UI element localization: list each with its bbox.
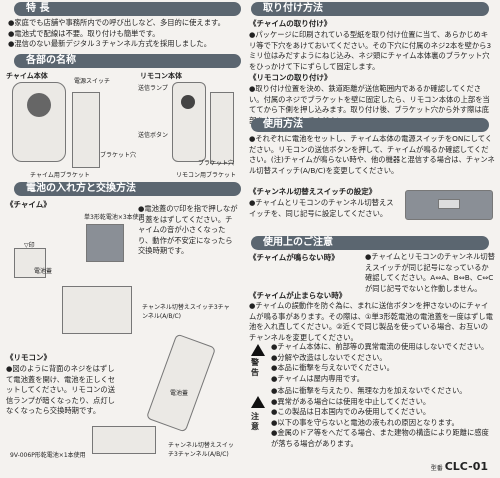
battery-cover-illustration	[14, 248, 46, 278]
feature-line: ●混信のない最新デジタル３チャンネル方式を採用しました。	[8, 39, 212, 49]
battery-remote-label: チャンネル切替えスイッチ3チャンネル(A/B/C)	[168, 442, 234, 458]
chime-part-label: 電源スイッチ	[74, 78, 111, 85]
chime-open-illustration	[62, 286, 132, 334]
mount-chime-heading: 《チャイムの取り付け》	[249, 19, 332, 28]
switch-slider-icon	[438, 199, 460, 209]
remote-open-illustration	[145, 333, 217, 433]
remote-bracket-illustration	[210, 92, 234, 164]
warning-label: 警告	[251, 358, 259, 377]
caution-line: ●異常がある場合には使用を中止してください。	[271, 396, 431, 406]
model-label: 型番	[430, 465, 443, 472]
caution-list: ●本品に衝撃を与えたり、無理な力を加えないでください。 ●異常がある場合には使用…	[271, 386, 495, 450]
warning-icon	[251, 344, 265, 356]
remote-body-label: リモコン本体	[140, 72, 182, 80]
left-column: 特 長 ●家庭でも店舗や事務所内での呼び出しなど、多目的に使えます。 ●電池式で…	[0, 0, 245, 478]
channel-heading: 《チャンネル切替えスイッチの設定》	[249, 187, 377, 196]
chime-part-label: ブラケット穴	[100, 152, 137, 159]
right-column: 取り付け方法 《チャイムの取り付け》 ●パッケージに印刷されている型紙を取り付け…	[247, 0, 500, 478]
channel-text: ●チャイムとリモコンのチャンネル切替えスイッチを、同じ記号に設定してください。	[249, 198, 394, 218]
remote-part-label: 送信ランプ	[138, 85, 168, 92]
chime-illustration	[12, 82, 66, 162]
remote-battery-illustration	[92, 426, 156, 454]
speaker-icon	[27, 93, 51, 117]
mount-header: 取り付け方法	[251, 2, 489, 16]
battery-chime-label: ▽印	[24, 242, 35, 249]
usage-header: 使用方法	[251, 118, 489, 132]
caution-line: ●以下の事を守らないと電池の液もれの原因となります。	[271, 417, 459, 427]
caution-line: ●この製品は日本国内でのみ使用してください。	[271, 407, 431, 417]
battery-remote-label: 9V-006P形乾電池×1本使用	[10, 452, 86, 459]
warning-line: ●チャイム本体に、前部等の異常電流の使用はしないでください。	[271, 342, 489, 351]
warning-line: ●本品に衝撃を与えないでください。	[271, 363, 394, 373]
caution-header: 使用上のご注意	[251, 236, 489, 250]
remote-part-label: ブラケット穴	[198, 160, 235, 167]
remote-part-label: 送信ボタン	[138, 132, 169, 139]
model-value: CLC-01	[444, 460, 488, 473]
mount-remote-heading: 《リモコンの取り付け》	[249, 73, 332, 82]
chime-bracket-illustration	[72, 92, 100, 168]
battery-header: 電池の入れ方と交換方法	[14, 182, 241, 196]
nosound-text: ●チャイムとリモコンのチャンネル切替えスイッチが同じ記号になっているか確認してく…	[365, 252, 495, 293]
battery-remote-label: 電池蓋	[170, 390, 189, 397]
battery-chime-text: ●電池蓋の▽印を指で押しながら蓋をはずしてください。チャイムの音が小さくなったり…	[138, 204, 238, 256]
remote-part-label: リモコン用ブラケット	[176, 172, 237, 179]
model-number: 型番 CLC-01	[431, 460, 488, 473]
warning-line: ●分解や改造はしないでください。	[271, 352, 387, 362]
warning-list: ●チャイム本体に、前部等の異常電流の使用はしないでください。 ●分解や改造はしな…	[271, 342, 495, 384]
battery-remote-heading: 《リモコン》	[6, 353, 51, 362]
led-icon	[181, 95, 195, 109]
usage-text: ●それぞれに電池をセットし、チャイム本体の電源スイッチをONにしてください。リモ…	[249, 134, 495, 175]
chime-part-label: チャイム用ブラケット	[30, 172, 90, 179]
feature-line: ●家庭でも店舗や事務所内での呼び出しなど、多目的に使えます。	[8, 18, 225, 27]
caution-icon	[251, 396, 265, 408]
battery-chime-heading: 《チャイム》	[6, 200, 51, 209]
nosound-heading: 《チャイムが鳴らない時》	[249, 253, 339, 262]
nostop-text: ●チャイムの誤動作を防ぐ為に、まれに送信ボタンを押さないのにチャイムが鳴る事があ…	[249, 301, 493, 342]
battery-remote-text: ●図のように背面のネジをはずして電池蓋を開け、電池を正しくセットしてください。リ…	[6, 364, 116, 416]
caution-line: ●本品に衝撃を与えたり、無理な力を加えないでください。	[271, 386, 467, 395]
caution-line: ●金属のドア等をへだてる場合、また建物の構造により距離に感度が落ちる場合がありま…	[271, 428, 489, 448]
battery-chime-label: チャンネル切替えスイッチ3チャンネル(A/B/C)	[142, 304, 230, 320]
features-header: 特 長	[14, 2, 241, 16]
mount-chime-text: ●パッケージに印刷されている型紙を取り付け位置に当て、あらかじめキリ等で下穴をあ…	[249, 30, 492, 71]
parts-header: 各部の名称	[14, 54, 241, 68]
warning-line: ●チャイムは屋内専用です。	[271, 373, 364, 383]
remote-illustration	[172, 82, 206, 162]
chime-body-label: チャイム本体	[6, 72, 48, 80]
battery-chime-label: 単3形乾電池×3本使用	[84, 214, 145, 221]
caution-label: 注意	[251, 412, 259, 431]
batteries-illustration	[86, 224, 124, 262]
feature-line: ●電池式で配線は不要。取り付けも簡単です。	[8, 28, 160, 38]
nostop-heading: 《チャイムが止まらない時》	[249, 291, 347, 300]
channel-switch-illustration	[405, 190, 493, 220]
battery-chime-label: 電池蓋	[34, 268, 53, 275]
features-list: ●家庭でも店舗や事務所内での呼び出しなど、多目的に使えます。 ●電池式で配線は不…	[8, 18, 243, 50]
